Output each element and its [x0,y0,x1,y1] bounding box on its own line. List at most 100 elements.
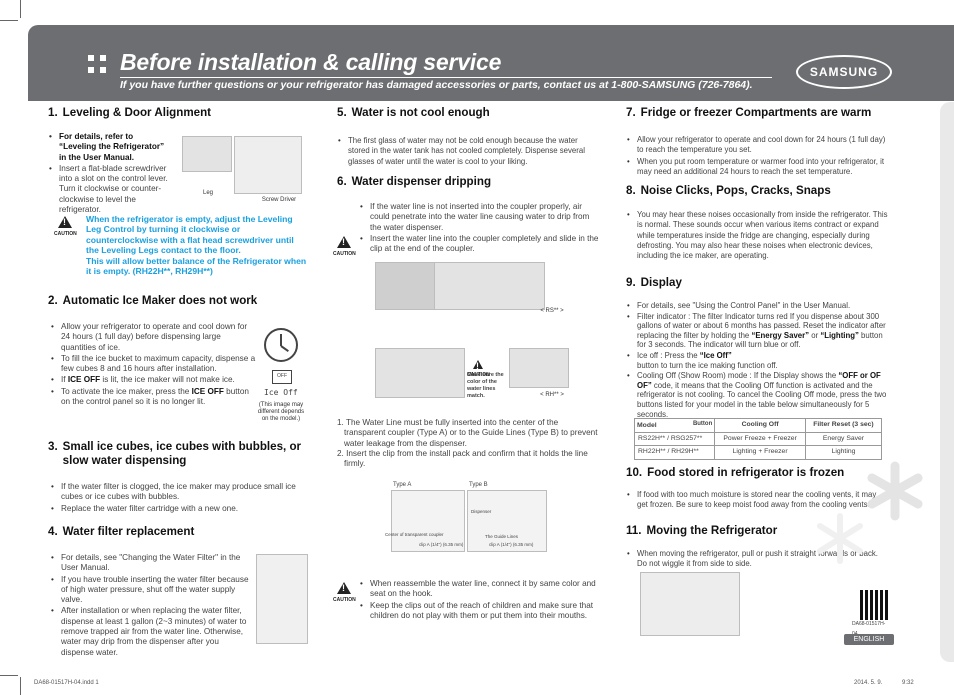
list-item: Insert a flat-blade screwdriver into a s… [48,164,170,215]
crop-mark [0,675,18,676]
column-right: 7.Fridge or freezer Compartments are war… [626,102,890,637]
table-header-cell: Model Button [633,418,716,433]
rs-detail-image [375,262,435,310]
caution-icon: CAUTION [333,236,356,259]
page-subtitle: If you have further questions or your re… [120,79,753,91]
table-row: RH22H** / RH29H** Lighting + Freezer Lig… [633,445,883,460]
section-9-list: For details, see "Using the Control Pane… [626,301,888,420]
reassembly-caution-list: When reassemble the water line, connect … [359,579,599,622]
table-cell: Lighting + Freezer [714,445,806,460]
footer-date: 2014. 5. 9. [854,680,883,686]
section-10-heading: 10.Food stored in refrigerator is frozen [626,466,845,479]
screwdriver-image [234,136,302,194]
footer-time: 9:32 [902,680,914,686]
caution-icon: CAUTION [333,582,356,605]
section-5-heading: 5.Water is not cool enough [337,106,490,119]
section-8-heading: 8.Noise Clicks, Pops, Cracks, Snaps [626,184,831,197]
crop-mark [20,0,21,18]
section-3-heading: 3.Small ice cubes, ice cubes with bubble… [48,440,302,467]
section-6-list: If the water line is not inserted into t… [359,202,599,255]
list-item: For details, see "Using the Control Pane… [626,301,888,311]
right-edge-tab [940,102,954,662]
table-row: RS22H** / RSG257** Power Freeze + Freeze… [633,431,883,447]
list-item: If the water line is not inserted into t… [359,202,599,233]
header-dots [88,55,110,77]
list-item: Allow your refrigerator to operate and c… [50,322,256,353]
samsung-logo: SAMSUNG [796,55,892,89]
step-1: 1. The Water Line must be fully inserted… [337,418,598,448]
type-b-label: Type B [469,482,488,488]
list-item: If the water filter is clogged, the ice … [50,482,308,503]
screwdriver-label: Screw Driver [261,197,297,203]
table-cell: Lighting [804,445,883,460]
column-middle: 5.Water is not cool enough The first gla… [333,102,599,620]
qr-code-icon [860,590,890,620]
leveling-caution-text: When the refrigerator is empty, adjust t… [86,214,307,277]
list-item: If you have trouble inserting the water … [50,575,250,606]
leg-label: Leg [202,190,213,196]
dispenser-label: Dispenser [471,509,492,514]
list-item: When moving the refrigerator, pull or pu… [626,549,888,570]
section-6-heading: 6.Water dispenser dripping [337,175,492,188]
list-item: For details, refer to “Leveling the Refr… [48,132,170,163]
list-item: For details, see "Changing the Water Fil… [50,553,250,574]
section-1-list: For details, refer to “Leveling the Refr… [48,132,170,215]
section-10-list: If food with too much moisture is stored… [626,490,888,512]
section-3-list: If the water filter is clogged, the ice … [50,482,308,515]
list-item: If ICE OFF is lit, the ice maker will no… [50,375,256,386]
crop-mark [0,20,18,21]
list-item: Allow your refrigerator to operate and c… [626,135,888,156]
list-item: When reassemble the water line, connect … [359,579,599,600]
cooling-off-button-table: Model Button Cooling Off Filter Reset (3… [633,418,883,460]
coupler-center-label: Center of transparent coupler [385,532,444,537]
list-item: You may hear these noises occasionally f… [626,210,888,261]
water-filter-image [256,554,308,644]
section-7-heading: 7.Fridge or freezer Compartments are war… [626,106,872,119]
step-2: 2. Insert the clip from the install pack… [337,448,588,469]
rh-water-line-image [375,348,465,398]
column-left: 1.Leveling & Door Alignment For details,… [48,102,310,657]
color-match-note: Make sure the color of the water lines m… [467,372,504,399]
rs-label: < RS** > [540,308,564,314]
list-item: Insert the water line into the coupler c… [359,234,599,255]
rh-label: < RH** > [540,392,564,398]
page-title: Before installation & calling service [120,49,502,75]
coupler-type-b-image [467,490,547,552]
type-a-label: Type A [393,482,412,488]
caution-icon: CAUTION [467,360,490,380]
table-cell: Power Freeze + Freezer [714,431,806,447]
footer-file: DA68-01517H-04.indd 1 [34,680,99,686]
water-line-steps: 1. The Water Line must be fully inserted… [337,418,599,469]
table-header-cell: Cooling Off [714,418,806,433]
header-rule [120,77,772,78]
table-cell: RS22H** / RSG257** [633,431,716,447]
list-item: When you put room temperature or warmer … [626,157,888,178]
list-item: After installation or when replacing the… [50,606,250,657]
section-11-list: When moving the refrigerator, pull or pu… [626,549,888,571]
clip-b-label: clip A (1/4") (6.35 mm) [489,542,534,547]
language-badge: ENGLISH [844,634,894,645]
list-item: Cooling Off (Show Room) mode : If the Di… [626,371,888,419]
list-item: Filter indicator : The filter Indicator … [626,312,888,350]
list-item: The first glass of water may not be cold… [337,136,595,167]
table-cell: RH22H** / RH29H** [633,445,716,460]
section-4-heading: 4.Water filter replacement [48,525,195,538]
clip-a-label: clip A (1/4") (6.35 mm) [419,542,464,547]
section-2-heading: 2.Automatic Ice Maker does not work [48,294,258,307]
list-item: If food with too much moisture is stored… [626,490,888,511]
list-item: Replace the water filter cartridge with … [50,504,308,515]
table-header-cell: Filter Reset (3 sec) [804,418,883,433]
list-item: To activate the ice maker, press the ICE… [50,387,256,408]
section-8-list: You may hear these noises occasionally f… [626,210,888,262]
page-header: Before installation & calling service If… [28,25,954,101]
ice-off-label: Ice Off [264,388,298,397]
list-item: Ice off : Press the “Ice Off”button to t… [626,351,888,370]
table-cell: Energy Saver [804,431,883,447]
section-11-heading: 11.Moving the Refrigerator [626,524,778,537]
section-5-list: The first glass of water may not be cold… [337,136,595,167]
coupler-type-a-image [391,490,465,552]
section-4-list: For details, see "Changing the Water Fil… [50,553,250,659]
section-2-list: Allow your refrigerator to operate and c… [50,322,256,408]
guide-lines-label: The Guide Lines [485,534,519,539]
crop-mark [20,677,21,695]
